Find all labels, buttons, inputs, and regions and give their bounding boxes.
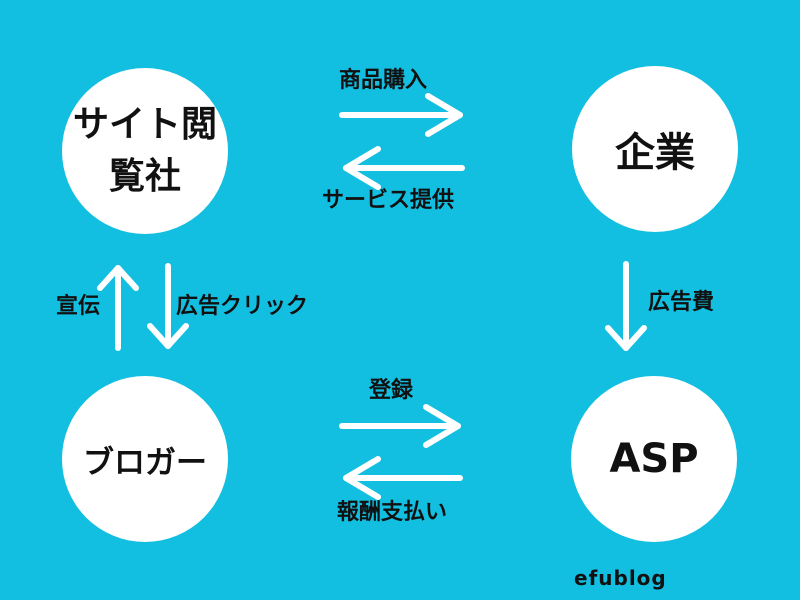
label-advertise: 宣伝 — [56, 294, 101, 319]
node-company: 企業 — [572, 66, 738, 232]
node-company-label: 企業 — [615, 130, 695, 176]
node-site-visitor-label: サイト閲覧社 — [72, 104, 217, 197]
node-site-visitor: サイト閲覧社 — [62, 68, 228, 234]
label-register: 登録 — [369, 378, 414, 403]
arrow-ad-fee — [605, 261, 647, 351]
label-purchase: 商品購入 — [339, 68, 428, 93]
node-blogger-label: ブロガー — [83, 444, 207, 481]
node-asp-label: ASP — [609, 436, 699, 482]
arrow-ad-click — [147, 263, 189, 349]
node-blogger: ブロガー — [62, 376, 228, 542]
label-ad-fee: 広告費 — [648, 290, 715, 315]
brand-watermark: efublog — [574, 566, 667, 590]
arrow-purchase — [339, 93, 463, 137]
label-service: サービス提供 — [322, 188, 455, 213]
arrow-advertise — [97, 265, 139, 351]
label-ad-click: 広告クリック — [176, 294, 309, 319]
arrow-register — [339, 404, 461, 448]
arrow-reward — [343, 456, 463, 500]
arrow-service — [343, 146, 465, 190]
label-reward: 報酬支払い — [337, 500, 448, 525]
node-asp: ASP — [571, 376, 737, 542]
